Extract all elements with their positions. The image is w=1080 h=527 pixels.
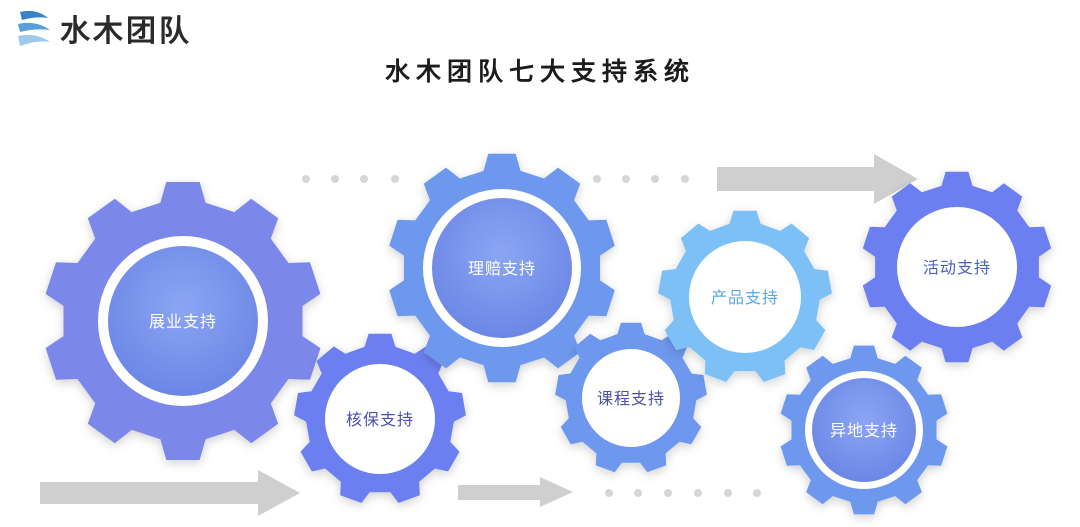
logo: 水木团队	[14, 6, 192, 50]
gear-core	[897, 207, 1017, 327]
gear-label-kecheng: 课程支持	[597, 389, 665, 408]
gear-hebao: 核保支持	[294, 333, 466, 503]
arrow-top-right	[717, 154, 918, 204]
gear-core	[108, 246, 258, 396]
gear-core	[689, 241, 801, 353]
gear-label-hebao: 核保支持	[346, 410, 414, 429]
dots-top-left	[302, 175, 399, 183]
water-wave-icon	[18, 10, 50, 46]
gear-label-yidi: 异地支持	[830, 421, 898, 440]
dots-bottom	[605, 489, 761, 497]
arrow-bottom-left	[40, 470, 300, 516]
gear-yidi: 异地支持	[780, 345, 948, 515]
dots-top-middle	[593, 175, 689, 183]
gear-core	[812, 378, 916, 482]
gear-core	[432, 198, 572, 338]
gear-huodong: 活动支持	[862, 171, 1052, 363]
logo-text: 水木团队	[60, 14, 192, 49]
arrow-bottom-middle	[458, 477, 573, 507]
gear-core	[325, 364, 435, 474]
gear-label-lipei: 理赔支持	[468, 259, 536, 278]
gear-core	[582, 349, 680, 447]
gear-lipei: 理赔支持	[389, 153, 615, 383]
page-title: 水木团队七大支持系统	[384, 57, 695, 86]
gear-chanpin: 产品支持	[658, 210, 832, 382]
gear-label-zhanye: 展业支持	[149, 312, 217, 331]
gear-zhanye: 展业支持	[45, 182, 321, 460]
gear-kecheng: 课程支持	[555, 322, 707, 473]
gear-label-chanpin: 产品支持	[711, 288, 779, 307]
gear-label-huodong: 活动支持	[923, 258, 991, 277]
